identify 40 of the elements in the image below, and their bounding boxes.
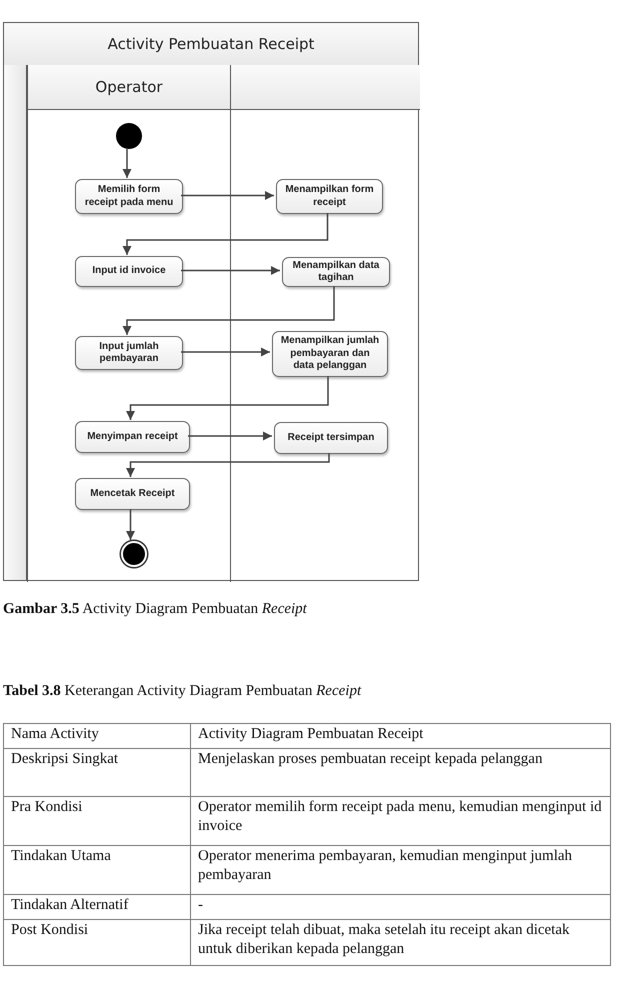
arrow xyxy=(181,348,270,356)
table-cell: Operator memilih form receipt pada menu, kemudian menginput id invoice xyxy=(190,796,610,846)
activity-box: Menampilkan jumlah pembayaran dan data pelanggan xyxy=(272,331,388,377)
swimlane xyxy=(230,65,420,582)
table-cell: Deskripsi Singkat xyxy=(4,748,190,796)
arrow xyxy=(188,432,272,440)
activity-box: Menyimpan receipt xyxy=(75,421,190,453)
table-cell: Post Kondisi xyxy=(4,920,190,966)
arrow xyxy=(126,453,330,477)
swimlane xyxy=(27,65,230,582)
table-cell: Tindakan Utama xyxy=(4,846,190,894)
table-caption: Tabel 3.8 Keterangan Activity Diagram Pembuatan Receipt xyxy=(3,683,362,700)
table-cell: Menjelaskan proses pembuatan receipt kepada pelanggan xyxy=(190,748,610,796)
arrow xyxy=(122,148,132,178)
arrow xyxy=(126,376,329,420)
arrow xyxy=(181,191,274,200)
table-cell: Tindakan Alternatif xyxy=(4,894,190,920)
figure-caption: Gambar 3.5 Activity Diagram Pembuatan Receipt xyxy=(3,601,307,618)
table-cell: - xyxy=(190,894,610,920)
lane-title: Operator xyxy=(95,78,163,96)
activity-box: Mencetak Receipt xyxy=(75,478,190,510)
activity-box: Menampilkan form receipt xyxy=(276,179,383,214)
arrow xyxy=(181,266,280,275)
arrow xyxy=(122,286,335,335)
activity-box: Menampilkan data tagihan xyxy=(282,257,390,287)
activity-box: Memilih form receipt pada menu xyxy=(75,179,183,214)
table-cell: Operator menerima pembayaran, kemudian menginput jumlah pembayaran xyxy=(190,846,610,894)
initial-node xyxy=(116,123,142,149)
table-cell: Nama Activity xyxy=(4,724,190,748)
table-cell: Pra Kondisi xyxy=(4,796,190,846)
swimlane-pool xyxy=(3,22,419,581)
table-cell: Jika receipt telah dibuat, maka setelah itu receipt akan dicetak untuk diberikan kepada pelanggan xyxy=(190,920,610,966)
arrow xyxy=(122,213,328,255)
pool-title: Activity Pembuatan Receipt xyxy=(108,35,314,53)
final-node xyxy=(121,541,147,567)
activity-box: Input id invoice xyxy=(75,256,183,287)
activity-box: Receipt tersimpan xyxy=(274,422,388,454)
activity-box: Input jumlah pembayaran xyxy=(75,336,183,370)
table-cell: Activity Diagram Pembuatan Receipt xyxy=(190,724,610,748)
arrow xyxy=(126,509,135,540)
